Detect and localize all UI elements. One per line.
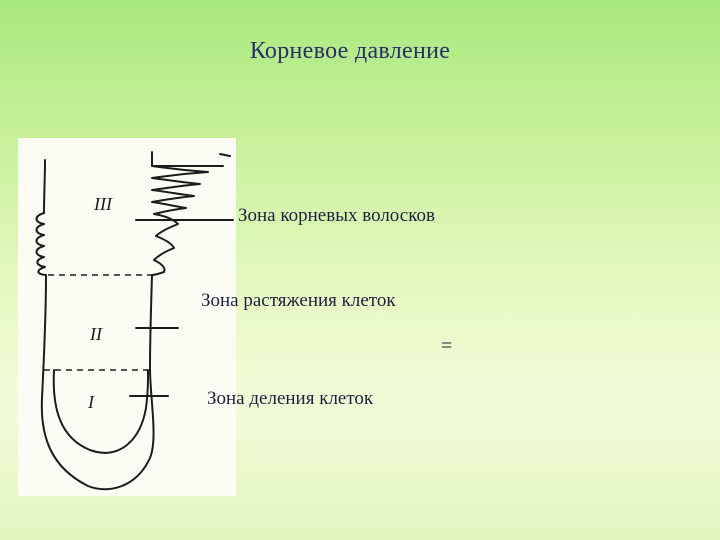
root-hairs-left — [35, 212, 47, 276]
root-diagram: III II I — [18, 138, 236, 496]
root-cap-inner — [52, 369, 149, 454]
label-equals-symbol: = — [441, 335, 453, 357]
zone-marker-1: I — [87, 392, 95, 412]
root-hairs-right — [151, 165, 209, 276]
label-elongation-zone: Зона растяжения клеток — [201, 290, 396, 311]
root-outline-left-lower — [40, 274, 155, 491]
label-root-hair-zone: Зона корневых волосков — [238, 205, 435, 226]
root-stem-right — [151, 151, 224, 167]
zone-marker-2: II — [89, 324, 103, 344]
label-division-zone: Зона деления клеток — [207, 388, 374, 409]
slide-title: Корневое давление — [249, 38, 451, 64]
zone-marker-3: III — [93, 194, 113, 214]
root-outline-right-lower — [149, 274, 153, 369]
root-outline-left-upper — [43, 159, 46, 214]
root-sketch: III II I — [35, 151, 234, 491]
